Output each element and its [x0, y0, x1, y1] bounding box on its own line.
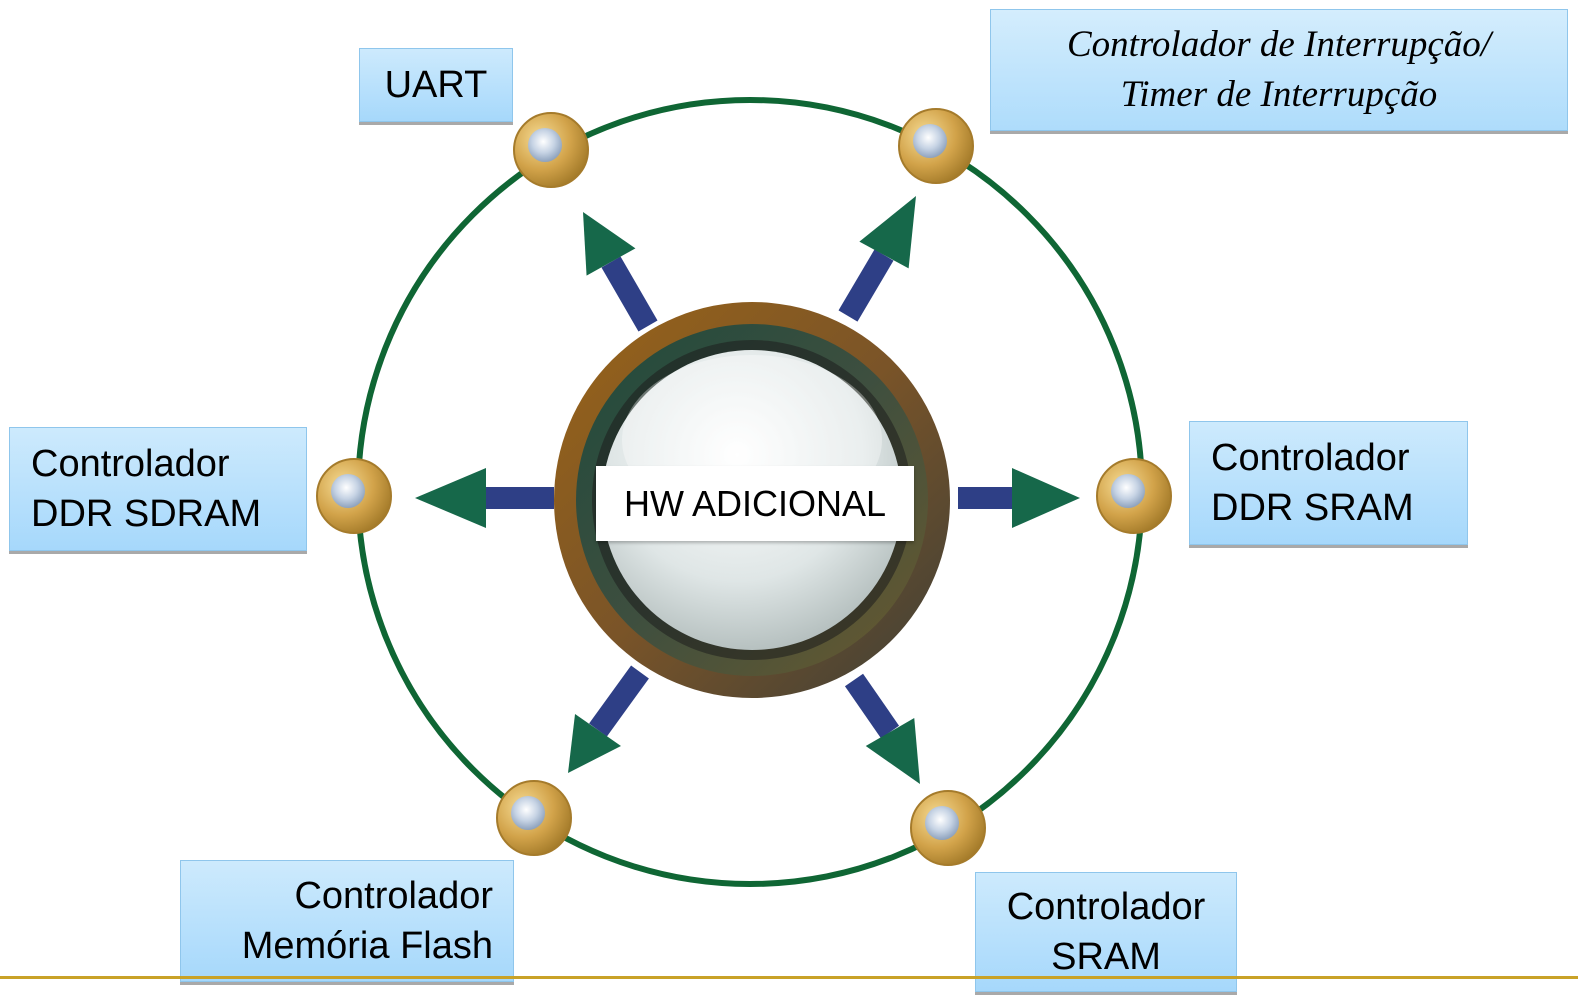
ddr-sram-label-line-2: DDR SRAM [1211, 487, 1414, 529]
arrow-interrupt [838, 196, 916, 322]
arrow-uart [583, 212, 658, 332]
flash-label-line-2: Memória Flash [241, 925, 493, 967]
footer-rule [0, 976, 1578, 979]
uart-label: UART [359, 48, 513, 122]
ddr-sram-controller-label: Controlador DDR SRAM [1189, 421, 1468, 545]
node-sram [910, 790, 986, 866]
hub-label: HW ADICIONAL [596, 466, 914, 541]
node-ddr-sdram [316, 458, 392, 534]
sram-label-line-1: Controlador [1006, 886, 1206, 928]
sram-label-line-2: SRAM [1051, 936, 1161, 978]
arrow-sram [844, 673, 920, 784]
arrow-flash [568, 665, 649, 773]
uart-label-line-1: UART [384, 64, 488, 106]
arrow-ddr-sram [958, 468, 1080, 528]
ddr-sdram-controller-label: Controlador DDR SDRAM [9, 427, 307, 551]
flash-controller-label: Controlador Memória Flash [180, 860, 514, 982]
ddr-sdram-label-line-1: Controlador [31, 443, 230, 485]
interrupt-controller-label-line-2: Timer de Interrupção [1120, 74, 1438, 115]
flash-label-line-1: Controlador [294, 875, 493, 917]
ddr-sram-label-line-1: Controlador [1211, 437, 1410, 479]
node-uart [513, 112, 589, 188]
node-flash [496, 780, 572, 856]
sram-controller-label: Controlador SRAM [975, 872, 1237, 992]
interrupt-controller-label: Controlador de Interrupção/ Timer de Int… [990, 9, 1568, 131]
arrow-ddr-sdram [415, 468, 554, 528]
interrupt-controller-label-line-1: Controlador de Interrupção/ [1066, 24, 1492, 65]
node-interrupt [898, 108, 974, 184]
ddr-sdram-label-line-2: DDR SDRAM [31, 493, 262, 535]
node-ddr-sram [1096, 458, 1172, 534]
